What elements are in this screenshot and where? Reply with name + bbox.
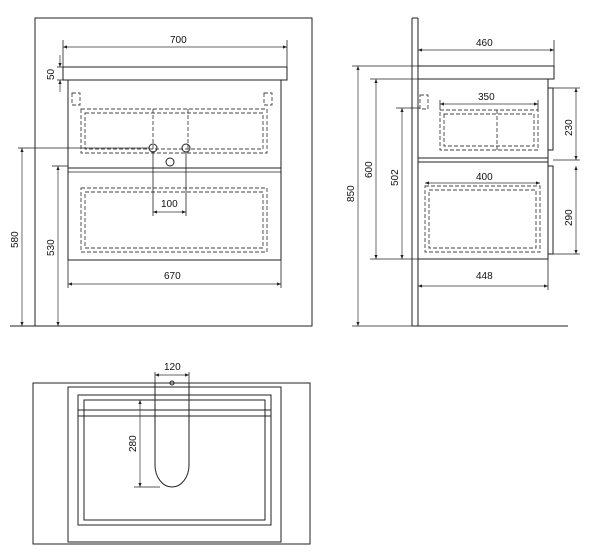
dim-depth-top: 460 bbox=[476, 38, 493, 49]
top-tap-hole-icon bbox=[169, 380, 175, 386]
dim-depth-body: 448 bbox=[476, 271, 493, 282]
top-countertop-outline bbox=[32, 382, 311, 545]
dim-upper-drawer-height: 230 bbox=[564, 119, 575, 136]
dim-height-502: 502 bbox=[390, 169, 401, 186]
side-lower-drawer-dashed bbox=[424, 185, 541, 253]
dim-lower-drawer-depth: 400 bbox=[476, 172, 493, 183]
side-hinge-icon bbox=[419, 94, 429, 110]
dim-height-floor: 850 bbox=[346, 185, 357, 202]
top-view: 120 280 bbox=[32, 362, 311, 545]
side-view: 460 350 400 448 850 600 502 230 bbox=[346, 17, 580, 327]
dim-height-600: 600 bbox=[364, 161, 375, 178]
front-view: 700 50 580 530 100 670 bbox=[10, 17, 313, 327]
lower-handle-icon bbox=[547, 165, 554, 255]
dim-tap-spacing: 100 bbox=[161, 199, 178, 210]
dim-top-thickness: 50 bbox=[46, 68, 57, 80]
top-cabinet-outline bbox=[67, 386, 282, 543]
dim-height-body: 530 bbox=[46, 239, 57, 256]
dim-upper-drawer-depth: 350 bbox=[478, 92, 495, 103]
side-cabinet-body bbox=[417, 78, 549, 260]
left-hinge-icon bbox=[71, 92, 81, 106]
dim-lower-drawer-height: 290 bbox=[564, 209, 575, 226]
side-countertop bbox=[417, 65, 555, 80]
front-cabinet-body bbox=[67, 79, 282, 261]
dim-height-overall: 580 bbox=[10, 231, 21, 248]
basin-cutout bbox=[154, 383, 190, 488]
dim-width-body: 670 bbox=[164, 271, 181, 282]
side-upper-drawer-dashed bbox=[439, 109, 539, 151]
dim-cutout-depth: 280 bbox=[128, 435, 139, 452]
front-countertop bbox=[62, 66, 288, 81]
right-tap-hole-icon bbox=[181, 143, 191, 153]
dim-cutout-width: 120 bbox=[164, 362, 181, 373]
dim-width-total: 700 bbox=[170, 35, 187, 46]
front-lower-drawer-dashed bbox=[80, 187, 268, 253]
drain-hole-icon bbox=[165, 157, 175, 167]
upper-handle-icon bbox=[547, 87, 554, 151]
front-upper-drawer-dashed bbox=[80, 108, 268, 154]
right-hinge-icon bbox=[263, 92, 273, 106]
